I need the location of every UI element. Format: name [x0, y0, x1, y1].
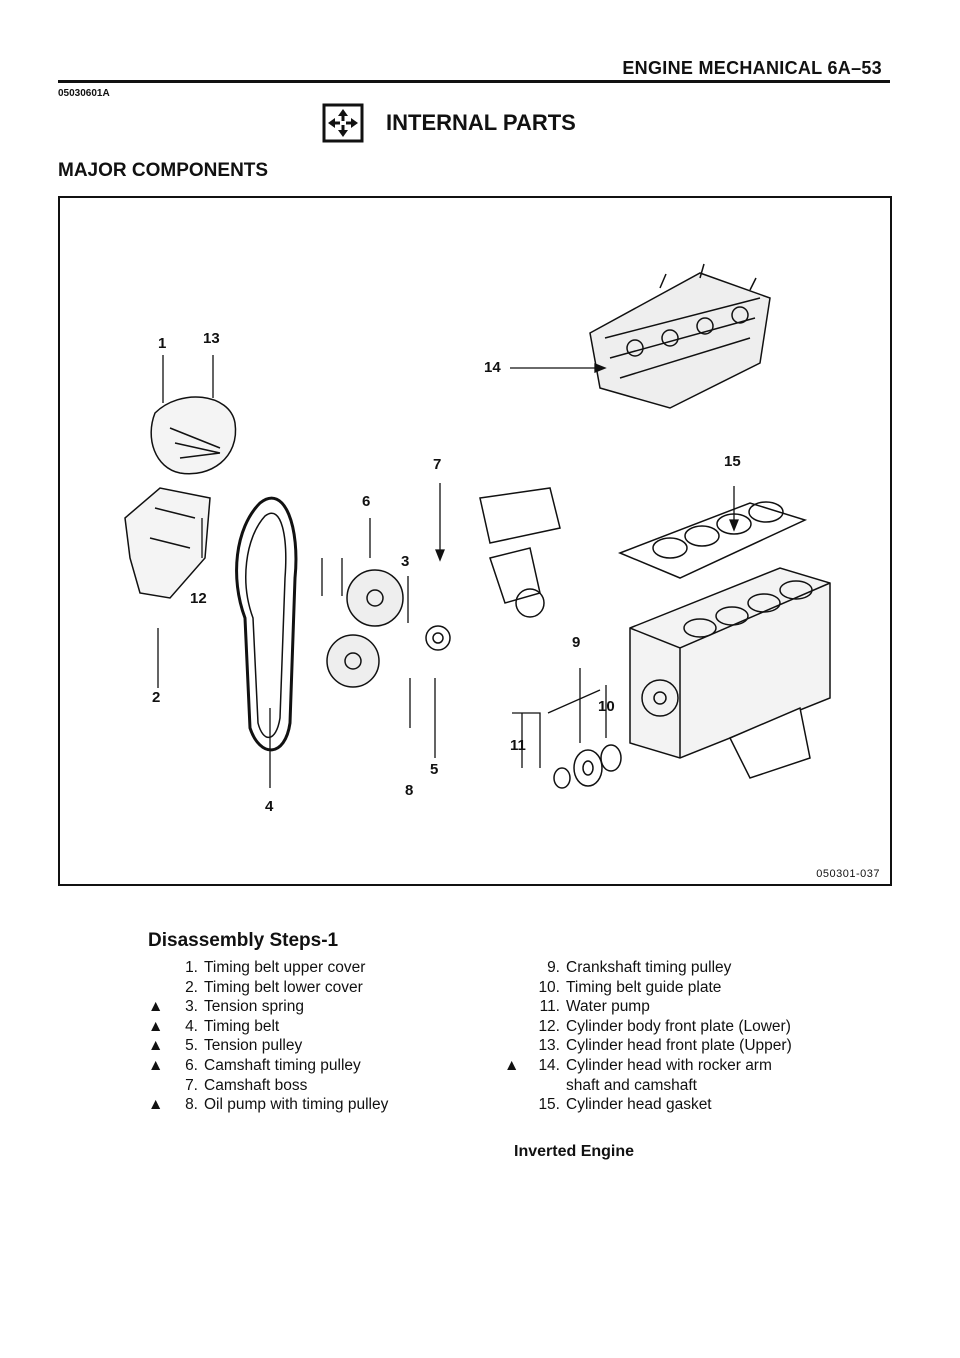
list-item: 9.Crankshaft timing pulley [547, 959, 732, 976]
list-item: ▲4.Timing belt [148, 1017, 280, 1035]
list-item: ▲6.Camshaft timing pulley [148, 1056, 361, 1074]
inverted-engine-note: Inverted Engine [514, 1143, 635, 1160]
timing-pulleys-drawing [326, 569, 451, 688]
list-item: 15.Cylinder head gasket [538, 1096, 712, 1114]
list-item: ▲3.Tension spring [148, 998, 304, 1016]
steps-list-left: 1.Timing belt upper cover 2.Timing belt … [148, 958, 388, 1115]
callout-label: 5 [430, 761, 439, 778]
figure-code: 050301-037 [816, 868, 880, 880]
header-rule [58, 80, 890, 83]
upper-cover-drawing [150, 396, 237, 475]
head-gasket-drawing [617, 501, 808, 579]
callout-label: 9 [572, 634, 581, 651]
list-item: ▲5.Tension pulley [148, 1037, 303, 1055]
list-item: 12.Cylinder body front plate (Lower) [538, 1017, 791, 1035]
disassembly-arrows-icon [322, 103, 364, 143]
list-item: shaft and camshaft [566, 1076, 697, 1094]
callout-label: 1 [158, 335, 167, 352]
crankshaft-pulley-drawing [553, 744, 622, 789]
callout-label: 8 [405, 782, 414, 799]
section-title: INTERNAL PARTS [386, 110, 576, 135]
callout-leader-lines [157, 355, 739, 788]
callout-label: 6 [362, 493, 371, 510]
callout-label: 13 [203, 330, 220, 347]
exploded-view-figure: 1 13 14 7 15 6 3 12 9 10 2 11 5 8 4 0503… [58, 196, 892, 886]
callout-label: 7 [433, 456, 442, 473]
list-item: 10.Timing belt guide plate [538, 978, 722, 996]
page-header-title: ENGINE MECHANICAL 6A–53 [622, 58, 882, 78]
steps-list-right: 9.Crankshaft timing pulley 10.Timing bel… [504, 958, 792, 1115]
list-item: 7.Camshaft boss [185, 1076, 308, 1094]
list-item: ▲14.Cylinder head with rocker arm [504, 1056, 772, 1074]
disassembly-steps-heading: Disassembly Steps-1 [148, 930, 339, 951]
list-item: 13.Cylinder head front plate (Upper) [538, 1037, 792, 1055]
lower-cover-drawing [124, 487, 211, 599]
cylinder-block-drawing [629, 567, 831, 779]
list-item: 1.Timing belt upper cover [185, 959, 366, 976]
callout-label: 15 [724, 453, 741, 470]
callout-label: 4 [265, 798, 274, 815]
engine-exploded-drawing [124, 263, 831, 789]
camshaft-boss-drawing [479, 487, 561, 618]
callout-label: 11 [510, 737, 526, 754]
list-item: 11.Water pump [539, 998, 650, 1016]
list-item: 2.Timing belt lower cover [185, 978, 363, 996]
cylinder-head-drawing [589, 263, 771, 409]
callout-label: 12 [190, 590, 207, 607]
list-item: ▲8.Oil pump with timing pulley [148, 1096, 389, 1114]
callout-label: 14 [484, 359, 501, 376]
callout-label: 10 [598, 698, 615, 715]
callout-label: 2 [152, 689, 161, 706]
document-code: 05030601A [58, 88, 110, 99]
callout-label: 3 [401, 553, 410, 570]
subsection-title: MAJOR COMPONENTS [58, 160, 269, 181]
timing-belt-drawing [235, 496, 298, 752]
